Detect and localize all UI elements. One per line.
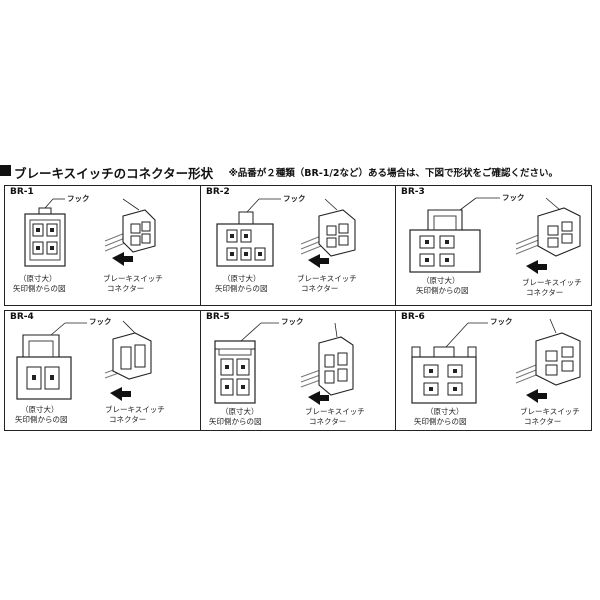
- view-label: 矢印側からの図: [15, 415, 68, 424]
- hook-label: フック: [67, 194, 90, 203]
- connector-label-1: ブレーキスイッチ: [103, 274, 163, 283]
- panel-br-4: BR-4 フック （原寸大） 矢印側からの図 ブレーキスイッチ コネクター: [4, 310, 201, 431]
- connector-label-1: ブレーキスイッチ: [305, 407, 365, 416]
- br-5-drawing: [214, 322, 354, 405]
- view-label: 矢印側からの図: [13, 284, 66, 293]
- hook-label: フック: [502, 193, 525, 202]
- connector-label-2: コネクター: [526, 288, 564, 297]
- page-title: ブレーキスイッチのコネクター形状: [14, 166, 214, 181]
- size-label: （原寸大）: [223, 274, 261, 283]
- header-note: ※品番が２種類（BR-1/2など）ある場合は、下図で形状をご確認ください。: [228, 168, 558, 179]
- connector-label-1: ブレーキスイッチ: [522, 278, 582, 287]
- connector-label-1: ブレーキスイッチ: [297, 274, 357, 283]
- panel-label: BR-2: [204, 187, 232, 197]
- size-label: （原寸大）: [21, 405, 59, 414]
- panel-br-6: BR-6 フック （原寸大） 矢印側からの図 ブレーキスイッチ コネクター: [395, 310, 592, 431]
- title-square-bullet: [0, 165, 11, 176]
- connector-label-2: コネクター: [301, 284, 339, 293]
- view-label: 矢印側からの図: [209, 417, 262, 426]
- br-3-drawing: [409, 197, 581, 274]
- panel-br-5: BR-5 フック （原寸大） 矢印側からの図 ブレーキスイッチ コネクター: [200, 310, 397, 431]
- panel-label: BR-5: [204, 312, 232, 322]
- size-label: （原寸大）: [422, 276, 460, 285]
- connector-label-2: コネクター: [107, 284, 145, 293]
- view-label: 矢印側からの図: [414, 417, 467, 426]
- panel-br-2: BR-2 フック （原寸大） 矢印側からの図 ブレーキスイッチ コネクター: [200, 185, 397, 306]
- hook-label: フック: [283, 194, 306, 203]
- connector-label-2: コネクター: [524, 417, 562, 426]
- hook-label: フック: [89, 317, 112, 326]
- panel-label: BR-1: [8, 187, 36, 197]
- connector-label-1: ブレーキスイッチ: [105, 405, 165, 414]
- connector-grid: BR-1 フック （原寸大） 矢印側からの図 ブレーキスイッチ コネクター: [0, 185, 600, 433]
- view-label: 矢印側からの図: [215, 284, 268, 293]
- panel-br-3: BR-3 フック （原寸大） 矢印側からの図 ブレーキスイッチ コネクター: [395, 185, 592, 306]
- connector-label-2: コネクター: [109, 415, 147, 424]
- connector-label-1: ブレーキスイッチ: [520, 407, 580, 416]
- panel-label: BR-4: [8, 312, 36, 322]
- size-label: （原寸大）: [19, 274, 57, 283]
- br-6-drawing: [411, 318, 581, 404]
- view-label: 矢印側からの図: [416, 286, 469, 295]
- br-1-drawing: [24, 198, 156, 267]
- br-2-drawing: [216, 198, 356, 268]
- connector-label-2: コネクター: [309, 417, 347, 426]
- header: ブレーキスイッチのコネクター形状 ※品番が２種類（BR-1/2など）ある場合は、…: [0, 163, 600, 181]
- panel-label: BR-3: [399, 187, 427, 197]
- hook-label: フック: [281, 317, 304, 326]
- panel-label: BR-6: [399, 312, 427, 322]
- size-label: （原寸大）: [426, 407, 464, 416]
- panel-br-1: BR-1 フック （原寸大） 矢印側からの図 ブレーキスイッチ コネクター: [4, 185, 201, 306]
- size-label: （原寸大）: [221, 407, 259, 416]
- br-4-drawing: [16, 320, 152, 401]
- hook-label: フック: [490, 317, 513, 326]
